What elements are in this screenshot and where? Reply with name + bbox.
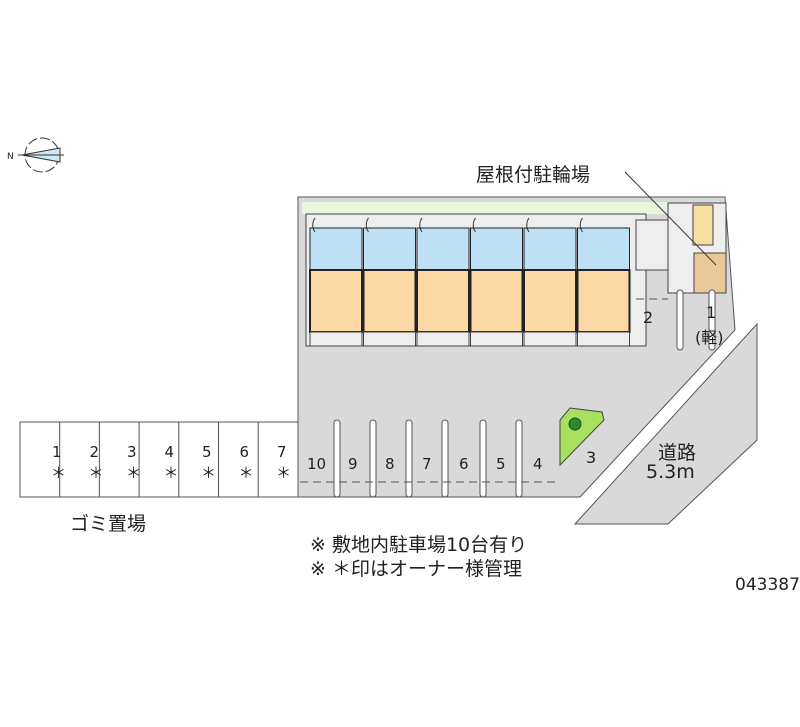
stall-divider bbox=[676, 289, 684, 351]
parking-space-number: 5 bbox=[496, 455, 506, 473]
space-1-label: 1 bbox=[706, 303, 717, 322]
owner-managed-mark: ＊ bbox=[276, 464, 292, 482]
garbage-area-label: ゴミ置場 bbox=[70, 513, 147, 535]
left-parking-strip bbox=[19, 421, 299, 498]
parking-space-number: 4 bbox=[533, 455, 543, 473]
stall-divider bbox=[333, 419, 341, 498]
bike-shelter bbox=[624, 171, 727, 294]
parking-space-number: 8 bbox=[385, 455, 395, 473]
apartment-unit bbox=[523, 217, 577, 347]
owner-managed-mark: ＊ bbox=[163, 464, 179, 482]
road-label: 道路 bbox=[658, 442, 697, 464]
owner-managed-mark: ＊ bbox=[126, 464, 142, 482]
stall-divider bbox=[479, 419, 487, 498]
left-space-number: 4 bbox=[164, 443, 175, 461]
tree-planter bbox=[559, 407, 605, 467]
owner-managed-mark: ＊ bbox=[238, 464, 254, 482]
note-parking-count: ※ 敷地内駐車場10台有り bbox=[310, 534, 528, 556]
left-space-number: 5 bbox=[202, 443, 212, 461]
parking-space-number: 9 bbox=[348, 455, 358, 473]
apartment-unit bbox=[362, 217, 417, 347]
space-3-label: 3 bbox=[586, 448, 597, 467]
left-space-number: 3 bbox=[127, 443, 137, 461]
left-space-number: 2 bbox=[89, 443, 100, 461]
owner-managed-mark: ＊ bbox=[51, 464, 67, 482]
svg-text:N: N bbox=[7, 152, 14, 162]
left-space-number: 6 bbox=[239, 443, 250, 461]
stall-divider bbox=[515, 419, 523, 498]
stall-divider bbox=[708, 289, 716, 351]
parking-space-number: 10 bbox=[307, 455, 327, 473]
owner-managed-mark: ＊ bbox=[88, 464, 104, 482]
apartment-unit bbox=[416, 217, 470, 347]
apartment-unit bbox=[576, 217, 631, 347]
space-2-label: 2 bbox=[643, 308, 654, 327]
apartment-building bbox=[305, 213, 671, 347]
parking-space-number: 7 bbox=[422, 455, 432, 473]
stall-divider bbox=[369, 419, 377, 498]
note-owner-managed: ※ ＊印はオーナー様管理 bbox=[310, 558, 522, 580]
road bbox=[573, 322, 758, 525]
owner-managed-mark: ＊ bbox=[201, 464, 217, 482]
stall-divider bbox=[441, 419, 449, 498]
left-space-number: 7 bbox=[277, 443, 287, 461]
bike-shelter-label: 屋根付駐輪場 bbox=[476, 164, 591, 186]
parking-space-number: 6 bbox=[459, 455, 469, 473]
compass-icon: N bbox=[7, 137, 64, 173]
road-width: 5.3m bbox=[646, 461, 695, 483]
space-1-note: (軽) bbox=[695, 328, 724, 347]
apartment-unit bbox=[469, 217, 524, 347]
left-space-number: 1 bbox=[52, 443, 62, 461]
property-code: 043387 bbox=[735, 575, 800, 595]
apartment-unit bbox=[309, 217, 363, 347]
stall-divider bbox=[405, 419, 413, 498]
